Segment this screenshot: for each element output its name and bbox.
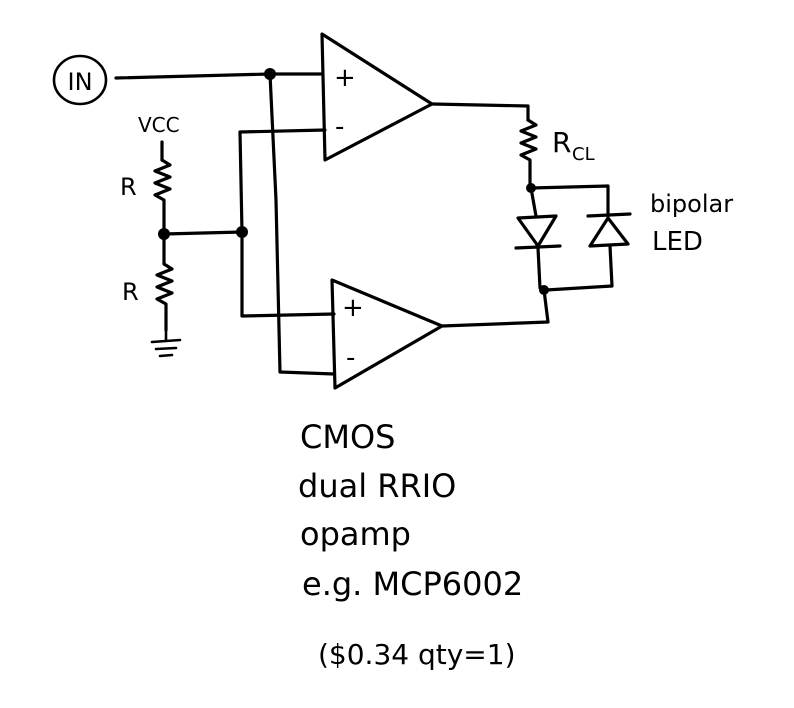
led-label-line1: bipolar bbox=[650, 190, 733, 218]
resistor-bottom-label: R bbox=[122, 278, 139, 306]
rcl-branch: R CL bbox=[430, 102, 595, 193]
opamp-bottom-plus: + bbox=[342, 293, 364, 323]
input-wire bbox=[114, 68, 336, 376]
note-line-1: CMOS bbox=[300, 418, 395, 456]
part-note: CMOS dual RRIO opamp e.g. MCP6002 ($0.34… bbox=[298, 418, 523, 671]
opamp-top: + - bbox=[320, 32, 434, 162]
input-terminal: IN bbox=[52, 54, 108, 106]
note-line-4: e.g. MCP6002 bbox=[302, 565, 523, 603]
resistor-bottom bbox=[155, 232, 174, 332]
input-label: IN bbox=[67, 68, 92, 96]
opamp-top-plus: + bbox=[334, 63, 356, 93]
led-diode-up-icon bbox=[586, 212, 632, 248]
resistor-divider: VCC R R bbox=[120, 113, 244, 358]
led-label-line2: LED bbox=[652, 227, 703, 257]
note-line-5: ($0.34 qty=1) bbox=[318, 638, 516, 671]
ground-icon bbox=[150, 328, 182, 358]
opamp-bottom: + - bbox=[330, 278, 444, 390]
note-line-3: opamp bbox=[300, 515, 411, 553]
divider-bias-wire bbox=[236, 128, 336, 318]
resistor-top-label: R bbox=[120, 173, 137, 201]
bipolar-led: bipolar LED bbox=[440, 184, 733, 328]
vcc-label: VCC bbox=[138, 113, 180, 137]
opamp-bottom-minus: - bbox=[346, 343, 355, 373]
note-line-2: dual RRIO bbox=[298, 467, 456, 505]
rcl-label-main: R bbox=[552, 126, 571, 159]
opamp-top-minus: - bbox=[335, 112, 344, 142]
resistor-rcl bbox=[519, 118, 538, 188]
resistor-top bbox=[153, 158, 172, 232]
rcl-label-sub: CL bbox=[572, 144, 595, 165]
led-diode-down-icon bbox=[514, 214, 562, 250]
